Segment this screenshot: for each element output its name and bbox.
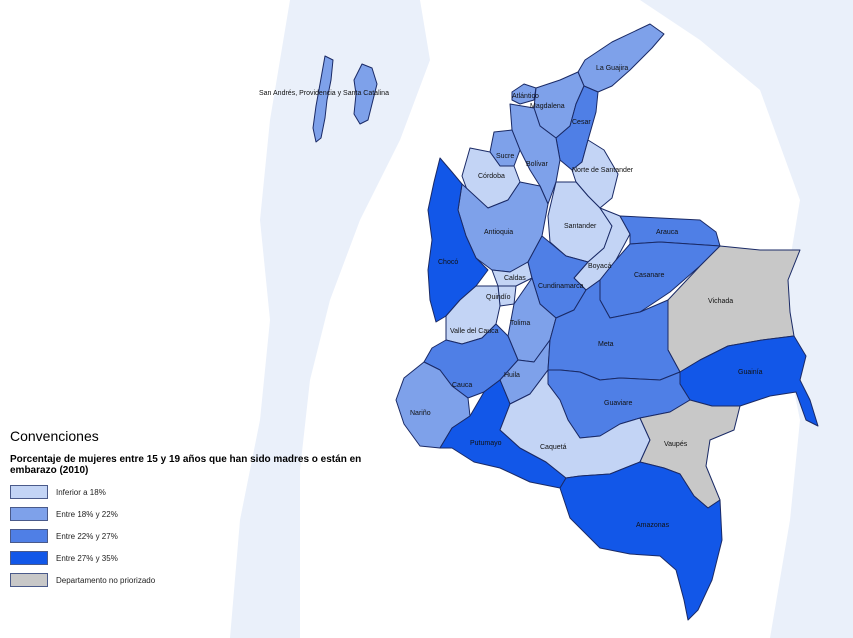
label-cundinamarca: Cundinamarca [538,283,584,290]
legend-item: Entre 18% y 22% [10,504,380,524]
legend-label: Inferior a 18% [56,487,106,497]
label-meta: Meta [598,341,614,348]
legend-subtitle: Porcentaje de mujeres entre 15 y 19 años… [10,454,362,476]
label-vichada: Vichada [708,298,733,305]
label-valle: Valle del Cauca [450,328,499,335]
legend-swatch [10,485,48,499]
legend-label: Entre 18% y 22% [56,509,118,519]
label-bolivar: Bolívar [526,161,548,168]
label-arauca: Arauca [656,229,678,236]
label-san-andres: San Andrés, Providencia y Santa Catalina [259,90,389,97]
label-magdalena: Magdalena [530,103,565,110]
dept-san-andres-2[interactable] [353,63,378,125]
label-atlantico: Atlántico [512,93,539,100]
legend-label: Entre 27% y 35% [56,553,118,563]
label-choco: Chocó [438,259,458,266]
legend-item: Inferior a 18% [10,482,380,502]
label-caqueta: Caquetá [540,444,567,451]
label-norte-santander: Norte de Santander [572,167,634,174]
label-narino: Nariño [410,410,431,417]
label-sucre: Sucre [496,153,514,160]
legend-swatch [10,551,48,565]
department-labels: San Andrés, Providencia y Santa Catalina… [259,65,763,529]
legend-label: Departamento no priorizado [56,575,156,585]
label-la-guajira: La Guajira [596,65,628,72]
label-guaviare: Guaviare [604,400,633,407]
dept-amazonas[interactable] [559,461,723,621]
legend-item: Entre 27% y 35% [10,548,380,568]
label-casanare: Casanare [634,272,664,279]
dept-atlantico[interactable] [511,83,537,105]
label-boyaca: Boyacá [588,263,611,270]
label-santander: Santander [564,223,597,230]
label-tolima: Tolima [510,320,530,327]
dept-casanare[interactable] [599,241,721,319]
label-quindio: Quindío [486,294,511,301]
legend-title: Convenciones [10,428,99,444]
label-huila: Huila [504,372,520,379]
label-caldas: Caldas [504,275,526,282]
legend-label: Entre 22% y 27% [56,531,118,541]
label-cesar: Cesar [572,119,591,126]
label-guainia: Guainía [738,369,763,376]
label-cordoba: Córdoba [478,173,505,180]
legend-swatch [10,573,48,587]
label-antioquia: Antioquia [484,229,513,236]
label-cauca: Cauca [452,382,472,389]
legend: Convenciones Porcentaje de mujeres entre… [10,428,380,592]
legend-item: Entre 22% y 27% [10,526,380,546]
legend-item: Departamento no priorizado [10,570,380,590]
dept-san-andres-1[interactable] [312,55,334,143]
label-putumayo: Putumayo [470,440,502,447]
label-vaupes: Vaupés [664,441,688,448]
label-amazonas: Amazonas [636,522,670,529]
legend-swatch [10,529,48,543]
dept-la-guajira[interactable] [577,23,665,93]
legend-swatch [10,507,48,521]
background-silhouette [230,0,853,638]
